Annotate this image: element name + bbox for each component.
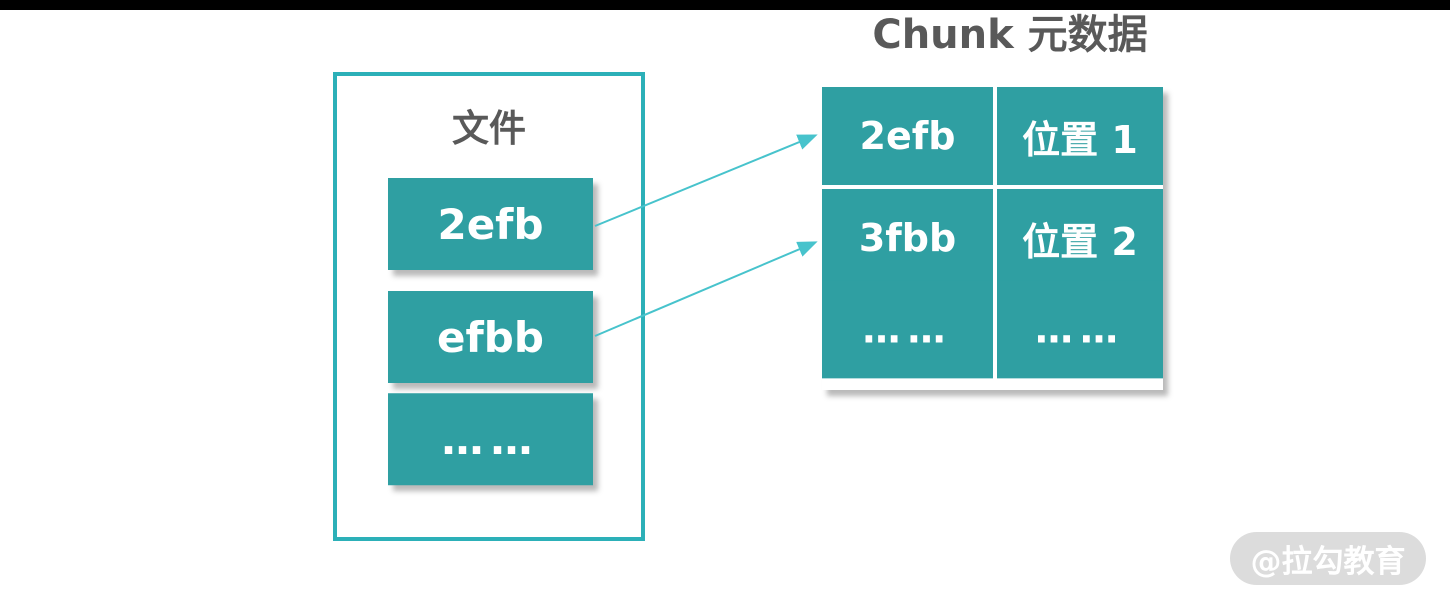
chunk-metadata-table: 2efb 位置 1 3fbb 位置 2 …… …… bbox=[822, 87, 1163, 390]
file-panel-label: 文件 bbox=[452, 107, 526, 150]
table-cell-location-ellipsis: …… bbox=[997, 280, 1163, 379]
file-panel: 文件 2efb efbb …… bbox=[333, 72, 645, 541]
watermark-badge: @拉勾教育 bbox=[1230, 532, 1426, 585]
table-cell-location-2: 位置 2 bbox=[997, 189, 1163, 287]
top-bar bbox=[0, 0, 1450, 10]
table-cell-location-1: 位置 1 bbox=[997, 87, 1163, 185]
table-cell-chunk-2: 3fbb bbox=[822, 189, 993, 287]
diagram-title: Chunk 元数据 bbox=[872, 12, 1148, 58]
chunk-box-2efb: 2efb bbox=[388, 178, 593, 270]
chunk-box-ellipsis: …… bbox=[388, 393, 593, 486]
chunk-box-efbb: efbb bbox=[388, 291, 593, 383]
table-cell-chunk-ellipsis: …… bbox=[822, 280, 993, 379]
table-cell-chunk-1: 2efb bbox=[822, 87, 993, 185]
